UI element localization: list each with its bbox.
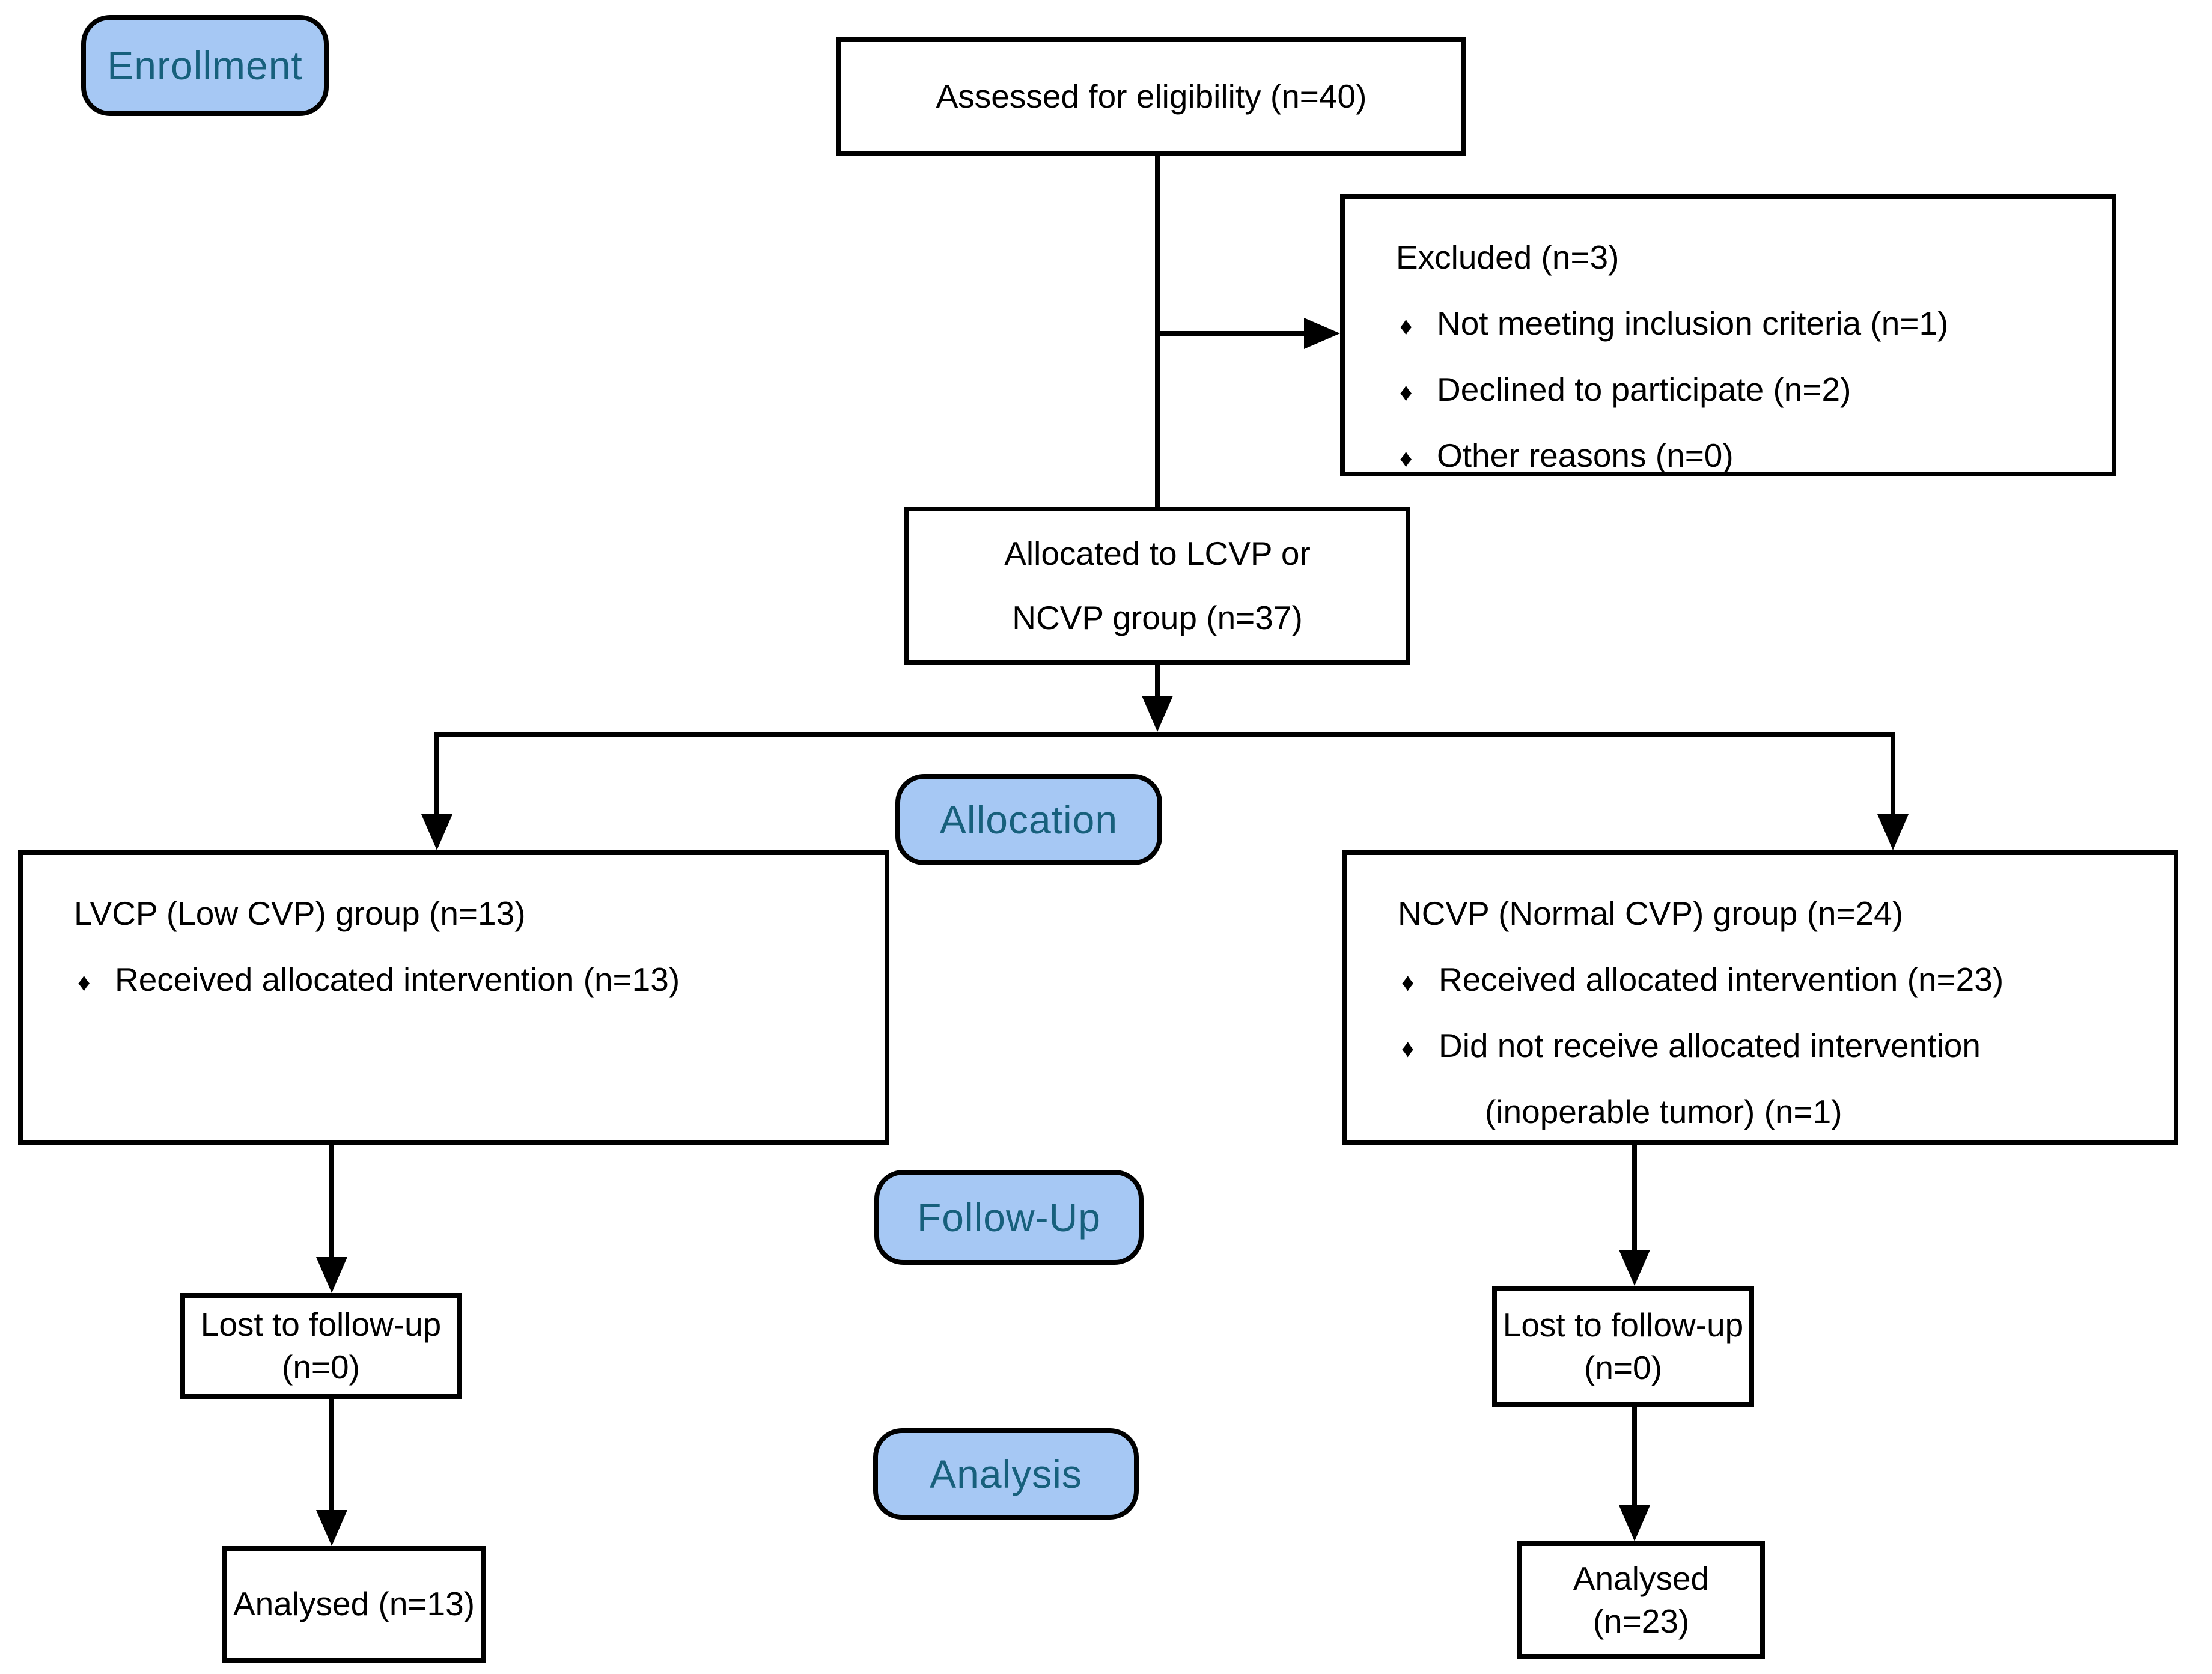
arrowhead-down-icon bbox=[1877, 814, 1909, 850]
analysed-left-text: Analysed (n=13) bbox=[233, 1585, 475, 1623]
lost-followup-right-text: Lost to follow-up (n=0) bbox=[1502, 1306, 1744, 1387]
arrowhead-down-icon bbox=[1619, 1250, 1650, 1286]
stage-label-enrollment: Enrollment bbox=[81, 15, 329, 116]
connector-lost-to-analysed-right-line bbox=[1632, 1407, 1637, 1507]
analysed-right-text: Analysed (n=23) bbox=[1573, 1559, 1710, 1640]
connector-allocated-to-branch-line bbox=[1155, 665, 1160, 700]
excluded-bullet-2: ♦ Declined to participate (n=2) bbox=[1400, 356, 2094, 422]
stage-label-allocation-text: Allocation bbox=[939, 797, 1118, 842]
lost-followup-left-text: Lost to follow-up (n=0) bbox=[200, 1305, 442, 1386]
connector-ncvp-to-lost-line bbox=[1632, 1143, 1637, 1252]
diamond-bullet-icon: ♦ bbox=[1400, 444, 1413, 472]
arrowhead-down-icon bbox=[1142, 696, 1173, 732]
diamond-bullet-icon: ♦ bbox=[1401, 1034, 1415, 1062]
stage-label-enrollment-text: Enrollment bbox=[107, 43, 303, 88]
analysed-right-box: Analysed (n=23) bbox=[1517, 1541, 1765, 1659]
allocated-box: Allocated to LCVP or NCVP group (n=37) bbox=[904, 507, 1410, 665]
diamond-bullet-icon: ♦ bbox=[1400, 312, 1413, 340]
excluded-title: Excluded (n=3) bbox=[1396, 239, 1619, 276]
excluded-box: Excluded (n=3) ♦ Not meeting inclusion c… bbox=[1340, 194, 2116, 476]
lost-followup-left-box: Lost to follow-up (n=0) bbox=[180, 1293, 462, 1399]
arrowhead-down-icon bbox=[316, 1510, 347, 1546]
stage-label-analysis: Analysis bbox=[873, 1428, 1139, 1520]
assessed-eligibility-text: Assessed for eligibility (n=40) bbox=[936, 78, 1367, 115]
connector-lvcp-to-lost-line bbox=[329, 1143, 334, 1259]
diamond-bullet-icon: ♦ bbox=[1400, 378, 1413, 406]
ncvp-bullet-2-text: Did not receive allocated intervention bbox=[1439, 1027, 1981, 1064]
arrowhead-down-icon bbox=[316, 1257, 347, 1293]
lvcp-group-title: LVCP (Low CVP) group (n=13) bbox=[74, 895, 526, 932]
allocated-line1: Allocated to LCVP or bbox=[1004, 534, 1311, 572]
excluded-bullet-3-text: Other reasons (n=0) bbox=[1437, 437, 1734, 474]
lvcp-group-box: LVCP (Low CVP) group (n=13) ♦ Received a… bbox=[18, 850, 889, 1145]
diamond-bullet-icon: ♦ bbox=[78, 968, 91, 996]
stage-label-followup-text: Follow-Up bbox=[916, 1195, 1101, 1240]
connector-to-excluded-line bbox=[1155, 331, 1306, 336]
analysed-left-box: Analysed (n=13) bbox=[222, 1546, 486, 1663]
ncvp-bullet-2: ♦ Did not receive allocated intervention bbox=[1401, 1012, 2156, 1079]
arrowhead-down-icon bbox=[1619, 1505, 1650, 1541]
connector-lost-to-analysed-left-line bbox=[329, 1399, 334, 1512]
stage-label-followup: Follow-Up bbox=[874, 1170, 1144, 1265]
ncvp-group-box: NCVP (Normal CVP) group (n=24) ♦ Receive… bbox=[1342, 850, 2178, 1145]
arrowhead-right-icon bbox=[1304, 318, 1340, 349]
connector-branch-to-lvcp-line bbox=[434, 732, 439, 817]
ncvp-bullet-1: ♦ Received allocated intervention (n=23) bbox=[1401, 946, 2156, 1012]
ncvp-bullet-1-text: Received allocated intervention (n=23) bbox=[1439, 961, 2004, 998]
allocated-line2: NCVP group (n=37) bbox=[1012, 599, 1303, 636]
lvcp-bullet-1-text: Received allocated intervention (n=13) bbox=[115, 961, 680, 998]
arrowhead-down-icon bbox=[421, 814, 452, 850]
excluded-bullet-3: ♦ Other reasons (n=0) bbox=[1400, 422, 2094, 489]
lvcp-bullet-1: ♦ Received allocated intervention (n=13) bbox=[78, 946, 867, 1012]
excluded-bullet-1: ♦ Not meeting inclusion criteria (n=1) bbox=[1400, 290, 2094, 356]
ncvp-bullet-2-continuation: (inoperable tumor) (n=1) bbox=[1485, 1093, 1842, 1130]
excluded-bullet-1-text: Not meeting inclusion criteria (n=1) bbox=[1437, 305, 1949, 342]
diamond-bullet-icon: ♦ bbox=[1401, 968, 1415, 996]
stage-label-allocation: Allocation bbox=[895, 774, 1162, 865]
stage-label-analysis-text: Analysis bbox=[930, 1452, 1082, 1496]
ncvp-group-title: NCVP (Normal CVP) group (n=24) bbox=[1398, 895, 1904, 932]
excluded-bullet-2-text: Declined to participate (n=2) bbox=[1437, 371, 1851, 408]
branch-horizontal-line bbox=[434, 732, 1895, 737]
lost-followup-right-box: Lost to follow-up (n=0) bbox=[1492, 1286, 1754, 1407]
assessed-eligibility-box: Assessed for eligibility (n=40) bbox=[836, 37, 1466, 156]
connector-branch-to-ncvp-line bbox=[1891, 732, 1895, 817]
